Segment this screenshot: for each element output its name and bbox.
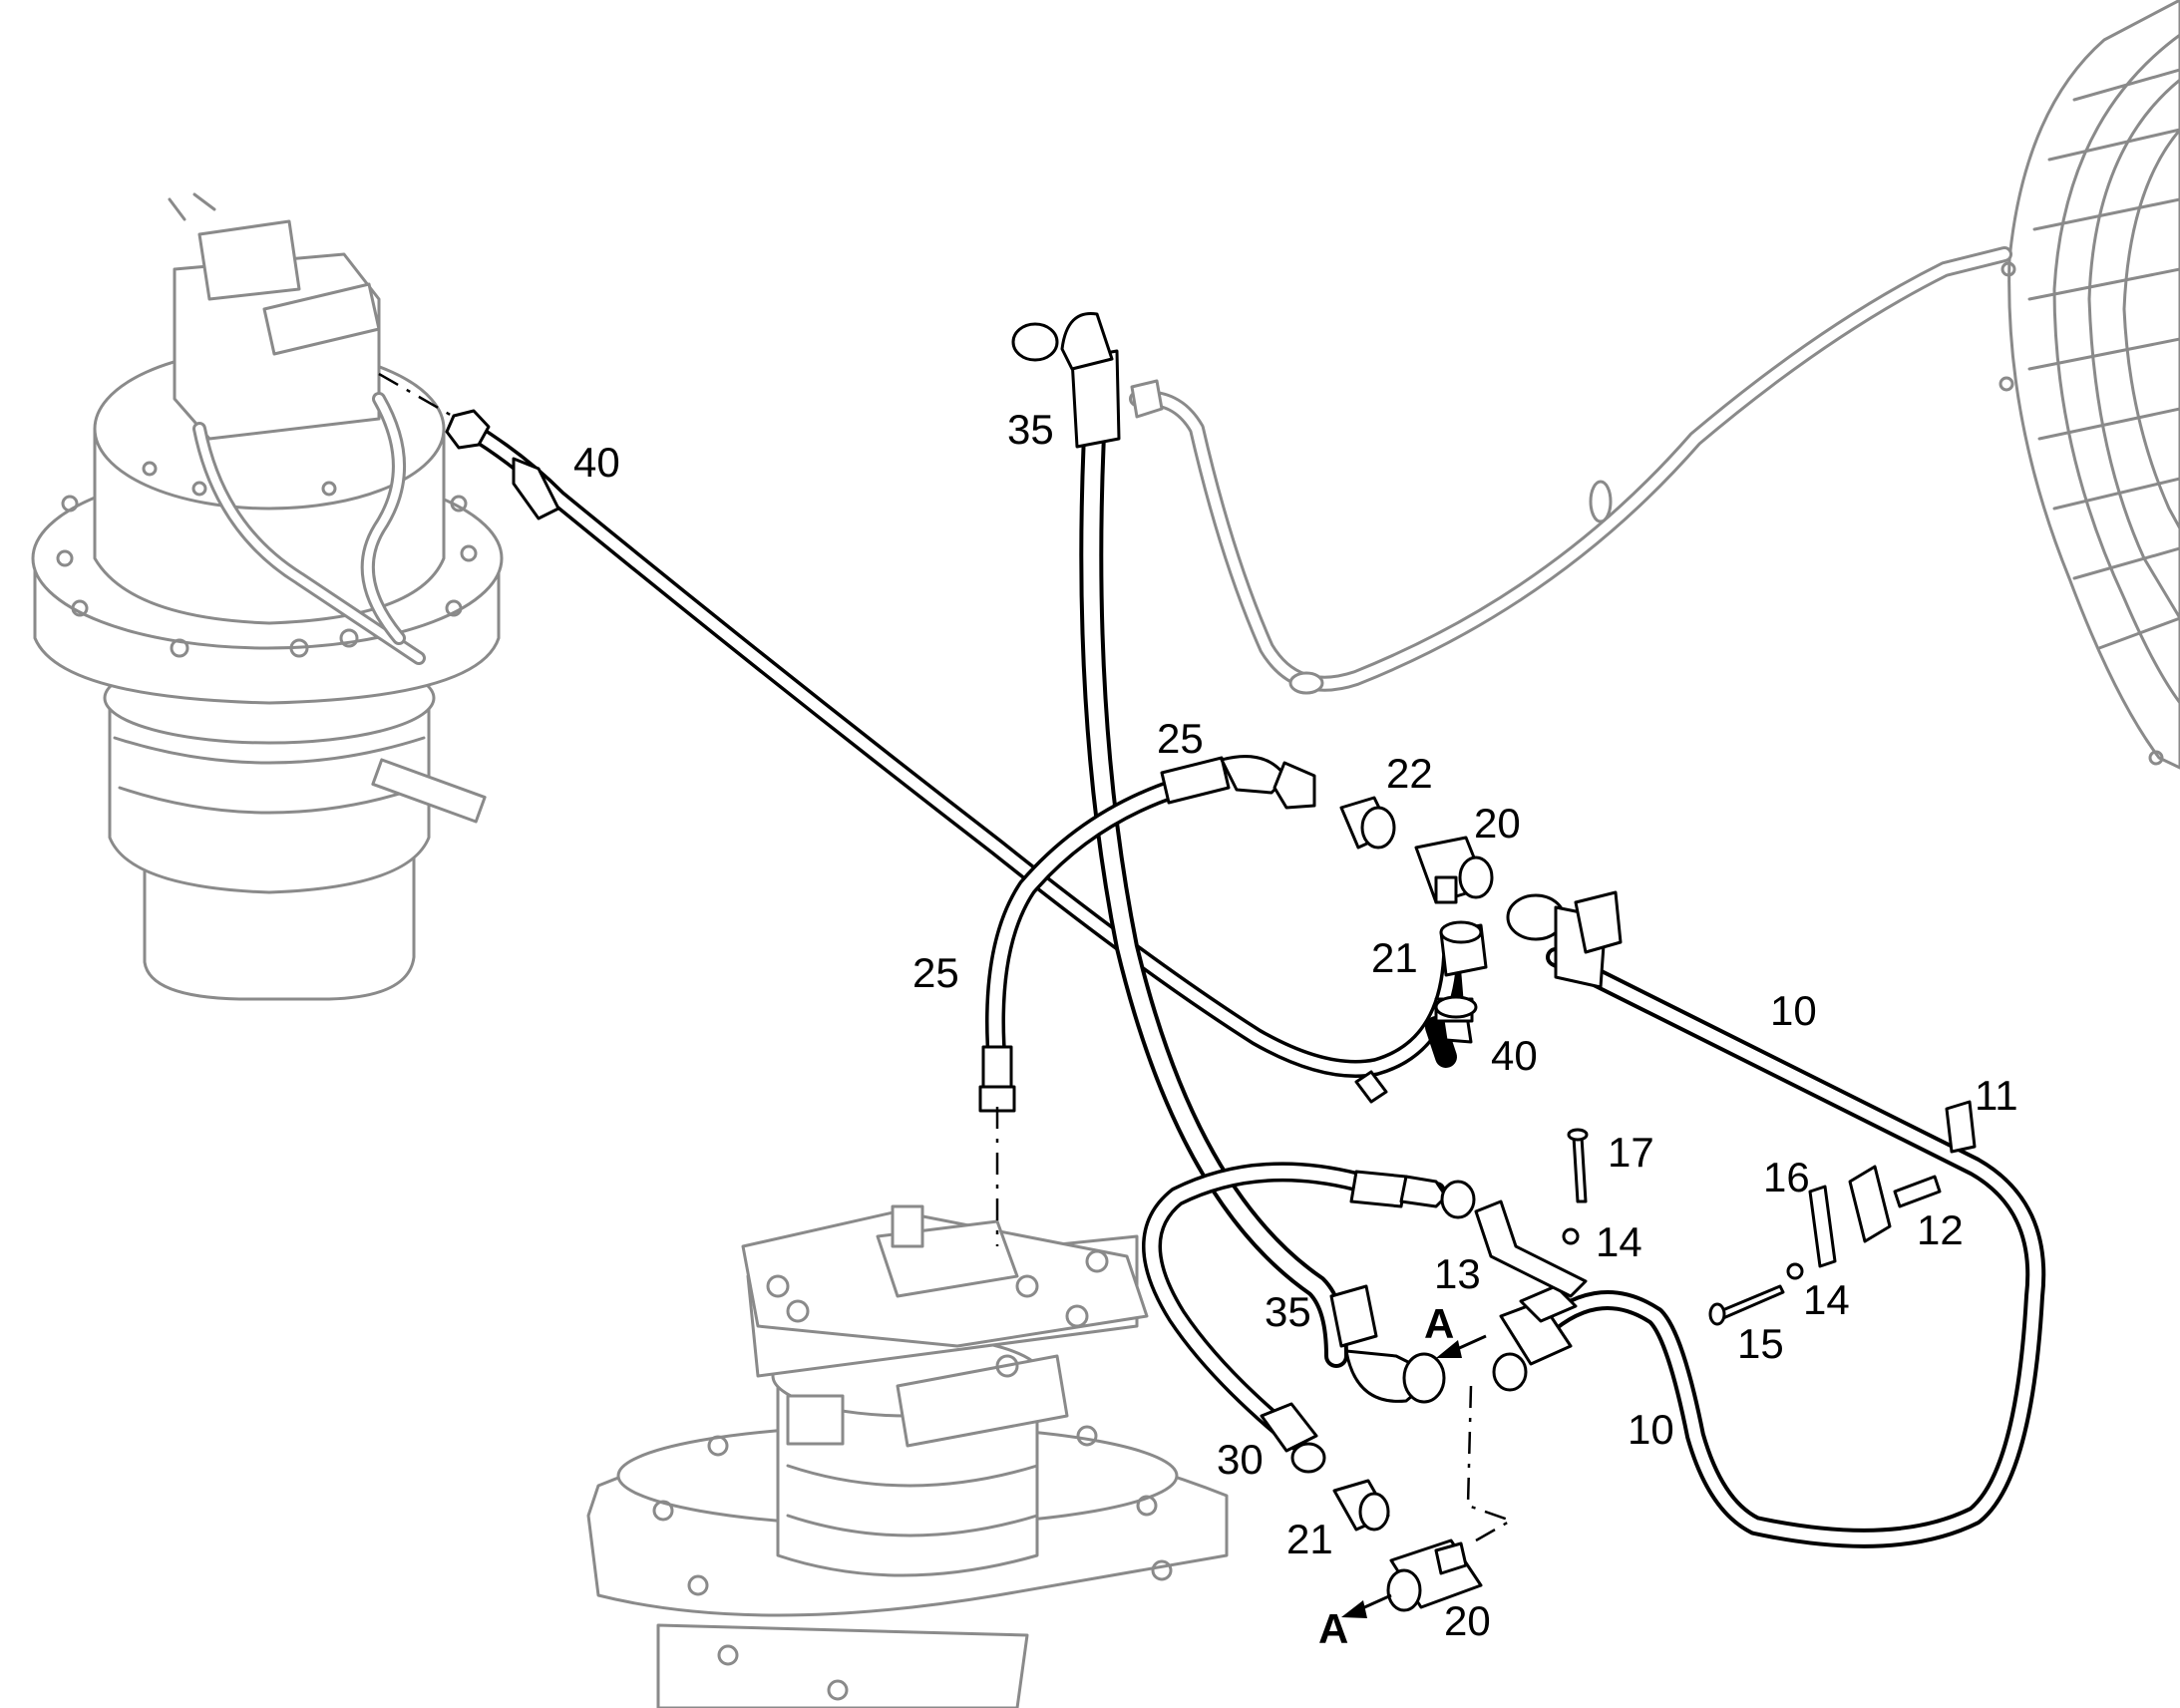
view-arrow-lower	[1341, 1593, 1392, 1618]
centerline-a	[1466, 1385, 1515, 1542]
callout-25-upper: 25	[1157, 715, 1204, 762]
bolt-17	[1562, 1128, 1589, 1245]
fitting-21-upper	[1439, 920, 1488, 977]
callout-21-upper: 21	[1371, 934, 1418, 981]
callout-20-upper: 20	[1474, 800, 1521, 847]
callout-14-right: 14	[1803, 1276, 1850, 1323]
callout-15: 15	[1737, 1320, 1784, 1367]
callout-25-left: 25	[912, 949, 959, 996]
callout-40-top: 40	[573, 439, 620, 486]
callout-14-center: 14	[1596, 1218, 1642, 1265]
fitting-22	[1339, 796, 1396, 850]
bolt-15	[1708, 1262, 1804, 1326]
hose-30	[1142, 1162, 1476, 1474]
tee-20-upper	[1414, 836, 1494, 904]
callout-16: 16	[1763, 1154, 1810, 1200]
hose-25	[978, 755, 1316, 1113]
callout-11: 11	[1975, 1072, 2018, 1119]
clamp-block-12	[1848, 1165, 1942, 1243]
travel-motor-gearbox	[31, 192, 504, 1001]
fitting-21-lower	[1332, 1479, 1390, 1532]
callout-22: 22	[1386, 750, 1433, 797]
fan-guard	[1998, 0, 2180, 770]
drain-line	[1129, 246, 2012, 695]
view-label-a-upper: A	[1424, 1300, 1454, 1347]
hose-35	[1011, 311, 1446, 1404]
callout-40-lower: 40	[1491, 1032, 1538, 1079]
centerline-40	[378, 372, 455, 419]
callout-10-upper: 10	[1770, 987, 1817, 1034]
callout-10-lower: 10	[1628, 1406, 1674, 1453]
view-arrow-upper	[1436, 1334, 1487, 1358]
view-label-a-lower: A	[1318, 1605, 1348, 1652]
callout-17: 17	[1608, 1129, 1654, 1176]
steel-line-10	[1492, 890, 2046, 1548]
swing-motor	[586, 1204, 1229, 1708]
clamp-block-16	[1808, 1185, 1837, 1268]
tee-20-lower	[1386, 1538, 1483, 1612]
callout-12: 12	[1917, 1206, 1964, 1253]
callout-35-lower: 35	[1265, 1288, 1311, 1335]
bracket-13	[1474, 1199, 1588, 1298]
callout-20-lower: 20	[1444, 1597, 1491, 1644]
callout-13: 13	[1434, 1250, 1481, 1297]
callout-21-lower: 21	[1286, 1516, 1333, 1562]
hose-40	[445, 409, 1478, 1104]
callout-35-top: 35	[1007, 406, 1054, 453]
callout-30: 30	[1217, 1436, 1264, 1483]
